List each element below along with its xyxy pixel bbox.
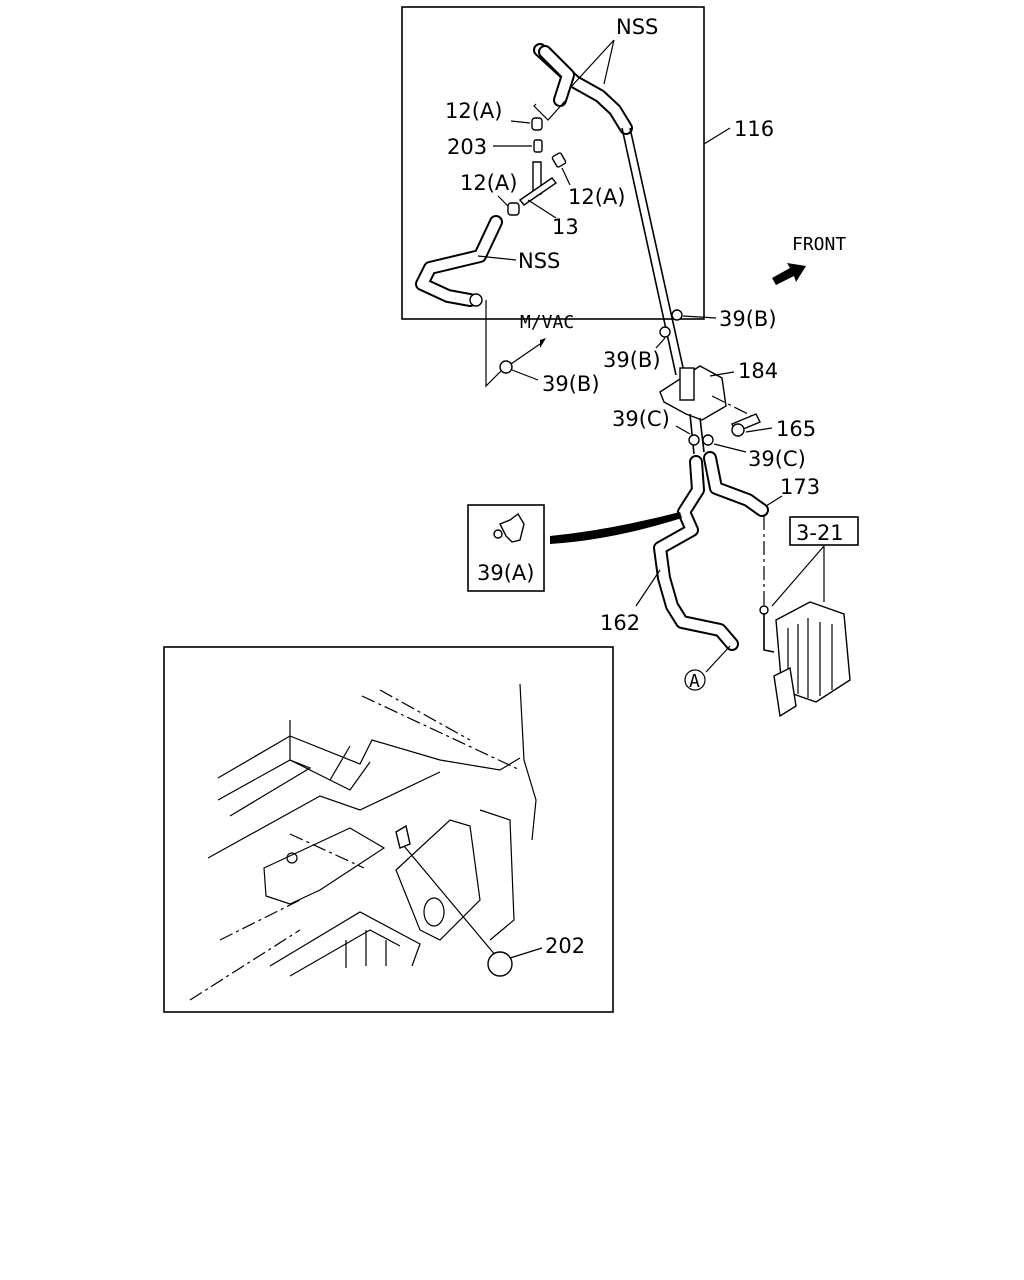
label-39c-2: 39(C): [748, 447, 806, 471]
label-nss-top: NSS: [616, 15, 658, 39]
label-12a-3: 12(A): [568, 185, 625, 209]
label-ref-3-21: 3-21: [796, 521, 844, 545]
label-39b-1: 39(B): [719, 307, 777, 331]
label-39b-3: 39(B): [542, 372, 600, 396]
label-13: 13: [552, 215, 579, 239]
clip-39a-detail-frame: [467, 504, 545, 592]
label-12a-1: 12(A): [445, 99, 502, 123]
label-39a: 39(A): [477, 561, 534, 585]
label-162: 162: [600, 611, 640, 635]
label-front: FRONT: [792, 234, 846, 255]
label-circle-a: A: [689, 671, 700, 692]
label-202: 202: [545, 934, 585, 958]
label-39b-2: 39(B): [603, 348, 661, 372]
ref-3-21-box: [789, 516, 859, 546]
plug-location-frame: [163, 646, 614, 1013]
label-12a-2: 12(A): [460, 171, 517, 195]
label-165: 165: [776, 417, 816, 441]
label-184: 184: [738, 359, 778, 383]
label-39c-1: 39(C): [612, 407, 670, 431]
label-nss-mid: NSS: [518, 249, 560, 273]
circle-a-marker: [684, 669, 706, 691]
plug-202-icon: [487, 951, 513, 977]
nss-detail-frame: [401, 6, 705, 320]
front-arrow-icon: [772, 263, 806, 285]
label-116: 116: [734, 117, 774, 141]
label-mvac: M/VAC: [520, 312, 574, 333]
label-203: 203: [447, 135, 487, 159]
label-173: 173: [780, 475, 820, 499]
